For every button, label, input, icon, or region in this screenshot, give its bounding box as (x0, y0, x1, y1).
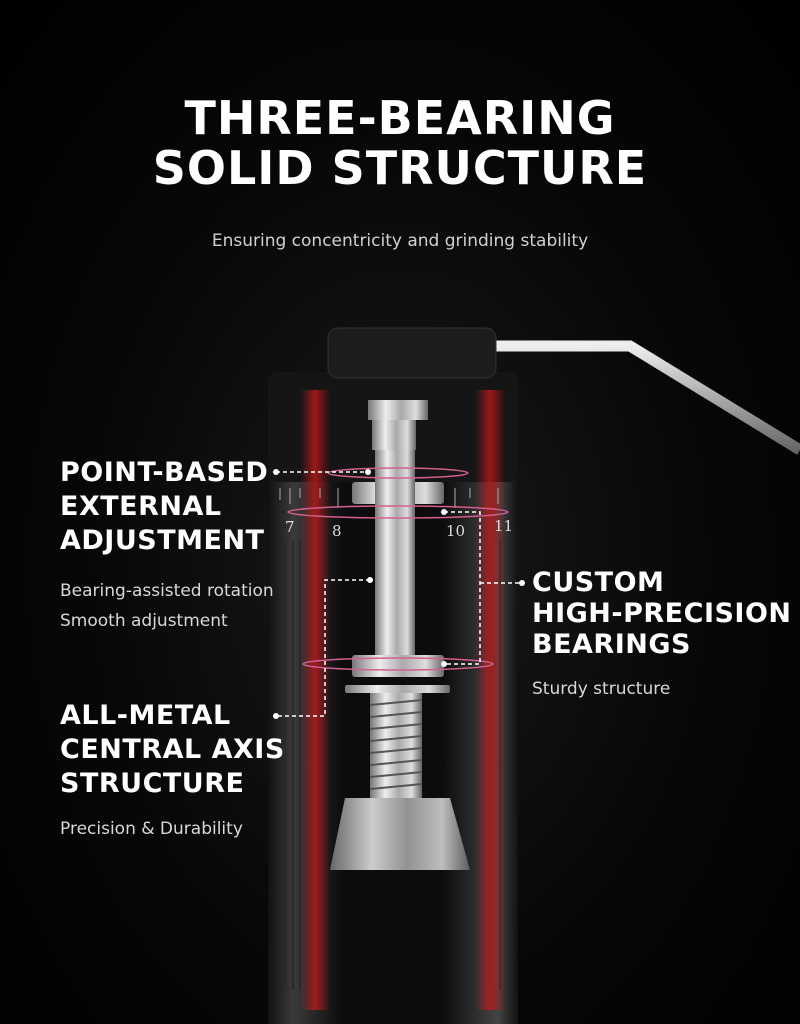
crank-handle (480, 340, 800, 455)
desc-line: Bearing-assisted rotation (60, 581, 274, 601)
desc-line: Sturdy structure (532, 679, 671, 699)
dial-number: 10 (446, 522, 465, 540)
callout-axis-title: ALL-METAL CENTRAL AXIS STRUCTURE (60, 699, 285, 801)
title-line: POINT-BASED (60, 457, 269, 488)
title-line: CUSTOM (532, 567, 665, 598)
callout-axis-desc: Precision & Durability (60, 814, 243, 844)
grinder-cap (327, 327, 497, 379)
callout-bearings-title: CUSTOM HIGH-PRECISION BEARINGS (532, 567, 792, 660)
title-line: EXTERNAL (60, 491, 222, 522)
subtitle: Ensuring concentricity and grinding stab… (211, 231, 589, 251)
callout-adjustment-desc: Bearing-assisted rotation Smooth adjustm… (60, 576, 274, 636)
burr (330, 798, 470, 870)
dial-number: 7 (285, 518, 295, 536)
callout-bearings-desc: Sturdy structure (532, 674, 670, 704)
title-line: CENTRAL AXIS (60, 734, 285, 765)
title-line-1: THREE-BEARING (184, 91, 616, 145)
dial-ticks (279, 488, 499, 508)
callout-adjustment-title: POINT-BASED EXTERNAL ADJUSTMENT (60, 456, 268, 558)
bearing-rings (287, 467, 509, 671)
desc-line: Precision & Durability (60, 819, 243, 839)
title-line: ALL-METAL (60, 700, 231, 731)
dial-number: 11 (494, 517, 513, 535)
title-line: ADJUSTMENT (60, 525, 265, 556)
desc-line: Smooth adjustment (60, 611, 228, 631)
title-line: HIGH-PRECISION (532, 598, 792, 629)
callout-lines (276, 471, 522, 717)
title-line-2: SOLID STRUCTURE (152, 141, 648, 195)
title-line: STRUCTURE (60, 768, 245, 799)
dial-number: 8 (332, 522, 342, 540)
central-axis (330, 400, 470, 870)
title-line: BEARINGS (532, 629, 691, 660)
